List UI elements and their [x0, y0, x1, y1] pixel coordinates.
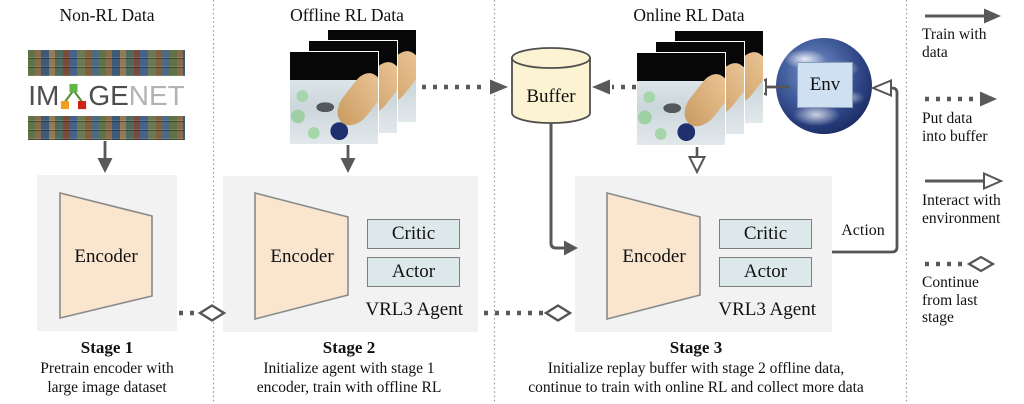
train-arrow-stage2 [340, 143, 356, 173]
stage1-name: Stage 1 [80, 338, 134, 357]
legend-item-continue: Continue from last stage [922, 274, 979, 327]
vrl3-agent-label-stage3: VRL3 Agent [718, 299, 816, 320]
encoder-trapezoid [254, 191, 349, 321]
stage2-caption-line1: Initialize agent with stage 1 [263, 360, 435, 377]
actor-box-stage2: Actor [367, 257, 460, 287]
legend-train-line2: data [922, 43, 948, 61]
buffer-cylinder [511, 47, 591, 124]
stage1-caption-line2: large image dataset [47, 379, 167, 396]
action-label: Action [841, 222, 885, 239]
encoder-trapezoid [606, 191, 701, 321]
encoder-label-stage2: Encoder [270, 246, 334, 267]
stage2-caption-line2: encoder, train with offline RL [256, 379, 442, 396]
legend-putdata-line2: into buffer [922, 127, 988, 145]
frame-image [636, 52, 726, 146]
frame-image [289, 51, 379, 145]
legend-continue-line3: stage [922, 309, 954, 326]
legend-continue-line1: Continue [922, 274, 979, 291]
imagenet-wordmark-net: NET [128, 80, 185, 111]
actor-label: Actor [391, 261, 436, 282]
env-label: Env [809, 74, 841, 95]
stage1-caption-line1: Pretrain encoder with [40, 360, 174, 377]
legend-train-line1: Train with [922, 26, 987, 43]
critic-box-stage3: Critic [719, 219, 812, 249]
imagenet-wordmark-ge: GE [88, 80, 129, 111]
train-arrow-stage1 [97, 141, 113, 173]
interact-arrow-stage3-data [687, 147, 707, 175]
critic-label: Critic [743, 223, 788, 244]
solid-arrow-icon [925, 8, 1001, 24]
diamond-connector-icon [925, 255, 996, 273]
actor-box-stage3: Actor [719, 257, 812, 287]
online-frames [636, 30, 765, 147]
legend-putdata-line1: Put data [922, 110, 973, 127]
buffer-label: Buffer [526, 86, 576, 107]
stage2-name: Stage 2 [322, 338, 376, 357]
actor-label: Actor [743, 261, 788, 282]
encoder-label-stage3: Encoder [622, 246, 686, 267]
stage1-title: Non-RL Data [59, 5, 155, 25]
legend-item-put-data: Put data into buffer [922, 110, 988, 145]
legend-item-train: Train with data [922, 26, 986, 61]
stage3-caption-line1: Initialize replay buffer with stage 2 of… [547, 360, 845, 377]
imagenet-tree-icon [61, 83, 87, 109]
dotted-arrow-icon [925, 91, 997, 107]
encoder-label-stage1: Encoder [74, 246, 138, 267]
stage3-caption-line2: continue to train with online RL and col… [528, 379, 864, 396]
vrl3-agent-label-stage2: VRL3 Agent [365, 299, 463, 320]
legend-interact-line2: environment [922, 209, 1001, 227]
put-data-arrow-online [592, 79, 636, 95]
imagenet-wordmark-im: IM [28, 80, 60, 111]
action-arrow [832, 79, 899, 254]
critic-box-stage2: Critic [367, 219, 460, 249]
hollow-arrow-icon [925, 171, 1004, 191]
encoder-trapezoid [59, 191, 153, 320]
legend-continue-line2: from last [922, 291, 978, 309]
stage2-title: Offline RL Data [290, 5, 404, 25]
stage3-title: Online RL Data [633, 5, 745, 25]
buffer-to-agent-arrow [549, 123, 578, 256]
critic-label: Critic [391, 223, 436, 244]
stage3-name: Stage 3 [669, 338, 723, 357]
env-box: Env [797, 62, 853, 108]
legend-item-interact: Interact with environment [922, 192, 1001, 227]
continue-connector-2-3 [484, 304, 573, 322]
legend-interact-line1: Interact with [922, 192, 1001, 209]
continue-connector-1-2 [179, 304, 227, 322]
offline-frames [289, 29, 418, 146]
